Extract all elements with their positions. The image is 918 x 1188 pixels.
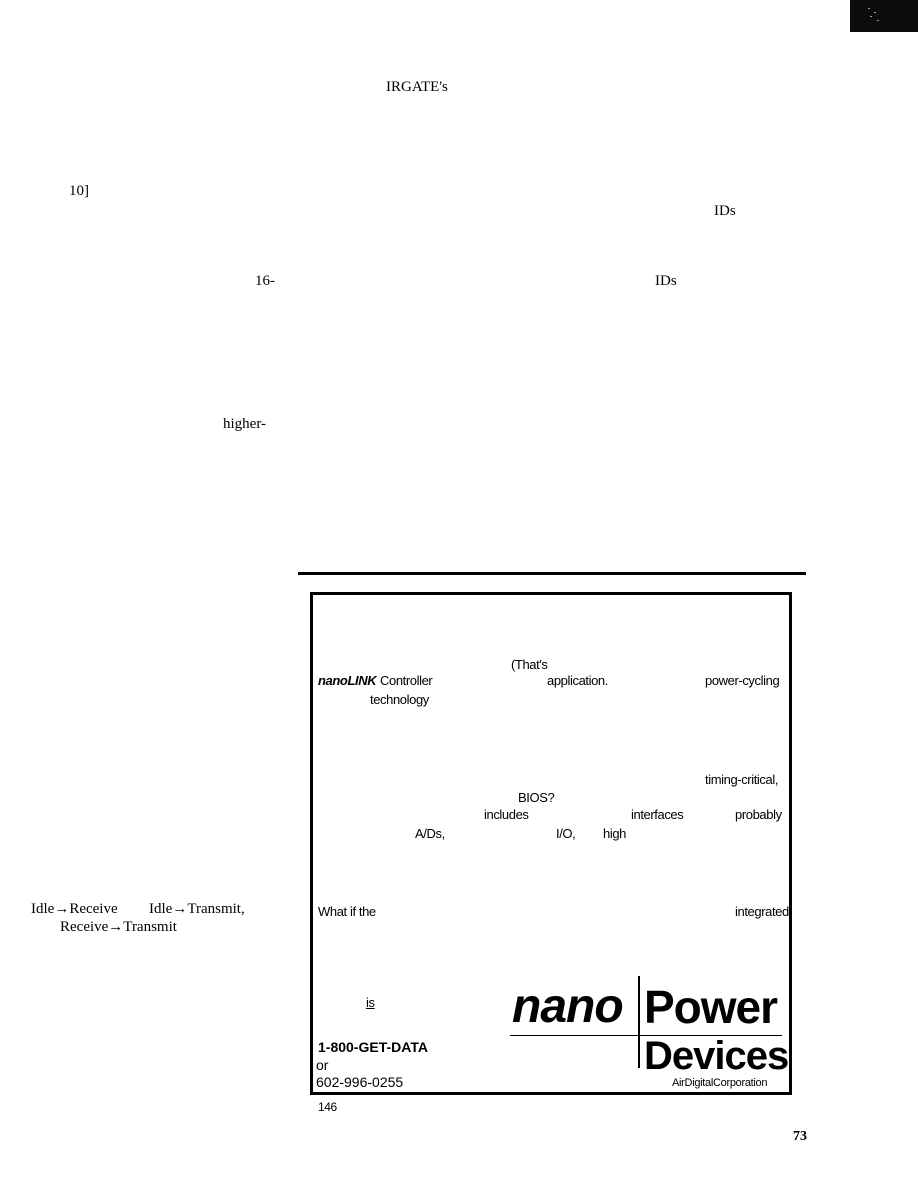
ad-text-controller: Controller bbox=[380, 673, 433, 688]
text-16: 16- bbox=[255, 273, 275, 289]
ad-text-what-if: What if the bbox=[318, 904, 376, 919]
ad-text-high: high bbox=[603, 826, 626, 841]
ad-product-name: nanoLINK bbox=[318, 673, 377, 688]
section-rule bbox=[298, 572, 806, 575]
ad-text-bios: BIOS? bbox=[518, 790, 555, 805]
ad-phone-tollfree: 1-800-GET-DATA bbox=[318, 1039, 428, 1055]
logo-devices: Devices bbox=[644, 1034, 789, 1078]
logo-divider-vertical bbox=[638, 976, 640, 1068]
text-ids-2: IDs bbox=[655, 273, 677, 289]
ad-text-interfaces: interfaces bbox=[631, 807, 684, 822]
ad-phone-direct: 602-996-0255 bbox=[316, 1074, 404, 1090]
page-number: 73 bbox=[793, 1129, 807, 1144]
text-ids-1: IDs bbox=[714, 203, 736, 219]
logo-corporation: AirDigitalCorporation bbox=[672, 1077, 768, 1089]
ad-text-timing-critical: timing-critical, bbox=[705, 772, 779, 787]
reader-service-number: 146 bbox=[318, 1100, 337, 1114]
ad-text-application: application. bbox=[547, 673, 608, 688]
ad-text-ads: A/Ds, bbox=[415, 826, 445, 841]
text-higher: higher- bbox=[223, 416, 267, 432]
ad-text-power-cycling: power-cycling bbox=[705, 673, 780, 688]
logo-nano: nano bbox=[512, 980, 624, 1033]
ad-text-is: is bbox=[366, 995, 375, 1010]
text-idle-transmit: Idle→Transmit, bbox=[149, 901, 245, 917]
text-irgate: IRGATE's bbox=[386, 79, 448, 95]
ad-text-technology: technology bbox=[370, 692, 429, 707]
text-idle-receive: Idle→Receive bbox=[31, 901, 118, 917]
ad-text-or: or bbox=[316, 1057, 329, 1073]
ad-text-thats: (That's bbox=[511, 657, 548, 672]
ad-text-probably: probably bbox=[735, 807, 782, 822]
ad-text-includes: includes bbox=[484, 807, 529, 822]
ad-text-io: I/O, bbox=[556, 826, 576, 841]
logo-power: Power bbox=[644, 981, 778, 1033]
ad-text-integrated: integrated bbox=[735, 904, 789, 919]
text-receive-transmit: Receive→Transmit bbox=[60, 919, 177, 935]
corner-tab bbox=[850, 0, 918, 32]
logo-divider-horizontal bbox=[510, 1035, 782, 1036]
text-ref-10: 10] bbox=[69, 183, 89, 199]
advertisement-box bbox=[310, 592, 792, 1095]
